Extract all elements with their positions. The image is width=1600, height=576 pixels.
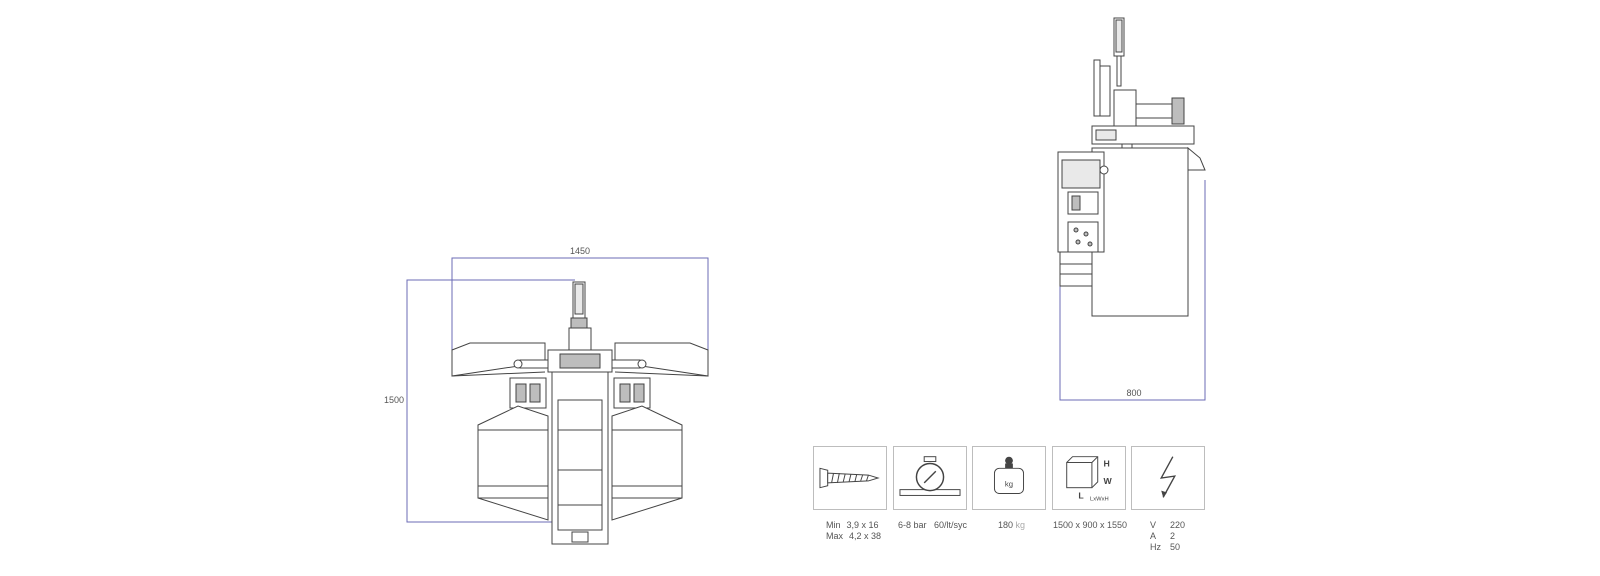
- side-view: 800: [1057, 17, 1206, 401]
- screw-spec-box: [813, 446, 887, 510]
- side-depth-label: 800: [1126, 388, 1141, 398]
- size-spec-caption: 1500 x 900 x 1550: [1053, 520, 1127, 531]
- svg-text:W: W: [1104, 476, 1113, 486]
- screw-spec-caption: Min 3,9 x 16 Max 4,2 x 38: [826, 520, 881, 542]
- electric-hz-value: 50: [1170, 542, 1181, 552]
- weight-icon: kg: [993, 456, 1025, 494]
- screw-max-label: Max: [826, 531, 844, 541]
- air-pressure-value: 6-8 bar: [898, 520, 927, 530]
- front-dimension-lines: [406, 257, 709, 523]
- size-spec-box: H W L LxWxH: [1052, 446, 1126, 510]
- screw-max-value: 4,2 x 38: [849, 531, 882, 541]
- electric-v-label: V: [1150, 520, 1157, 530]
- air-spec-caption: 6-8 bar 60/lt/syc: [898, 520, 967, 531]
- electric-spec-caption: V 220 A 2 Hz 50: [1150, 520, 1185, 553]
- weight-unit: kg: [1015, 520, 1026, 530]
- electric-a-row: A 2: [1150, 531, 1185, 542]
- electric-a-label: A: [1150, 531, 1157, 541]
- screw-min-row: Min 3,9 x 16: [826, 520, 881, 531]
- screw-min-label: Min: [826, 520, 841, 530]
- electric-spec-box: [1131, 446, 1205, 510]
- right-tray: [614, 342, 709, 377]
- box-dimensions-icon: H W L LxWxH: [1066, 456, 1113, 502]
- svg-text:kg: kg: [1005, 480, 1013, 489]
- air-spec-box: [893, 446, 967, 510]
- lightning-icon: [1159, 456, 1177, 498]
- left-bowl: [477, 405, 549, 499]
- air-consumption-value: 60/lt/syc: [934, 520, 968, 530]
- electric-a-value: 2: [1170, 531, 1176, 541]
- weight-spec-box: kg: [972, 446, 1046, 510]
- weight-spec-caption: 180 kg: [998, 520, 1025, 531]
- front-width-label: 1450: [570, 246, 590, 256]
- electric-hz-label: Hz: [1150, 542, 1161, 552]
- machine-body: [1091, 147, 1189, 317]
- screw-icon: [819, 467, 880, 489]
- front-height-label: 1500: [384, 395, 404, 405]
- right-bowl: [611, 405, 683, 499]
- size-value: 1500 x 900 x 1550: [1053, 520, 1128, 530]
- electric-hz-row: Hz 50: [1150, 542, 1185, 553]
- screw-max-row: Max 4,2 x 38: [826, 531, 881, 542]
- electric-v-row: V 220: [1150, 520, 1185, 531]
- screw-min-value: 3,9 x 16: [846, 520, 879, 530]
- side-dimension-lines: [1059, 180, 1206, 401]
- svg-text:LxWxH: LxWxH: [1090, 496, 1109, 502]
- electric-v-value: 220: [1170, 520, 1186, 530]
- weight-value: 180: [998, 520, 1014, 530]
- pressure-gauge-icon: [899, 456, 961, 496]
- svg-text:L: L: [1078, 490, 1084, 500]
- left-tray: [451, 342, 546, 377]
- front-view: 1450 1500: [384, 246, 709, 545]
- svg-text:H: H: [1104, 458, 1110, 468]
